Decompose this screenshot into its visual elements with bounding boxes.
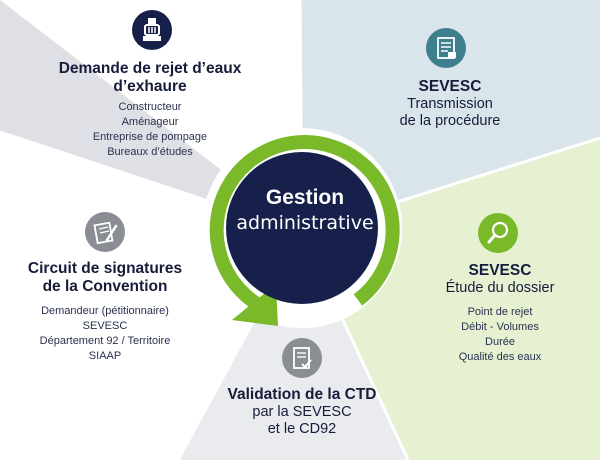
magnifier-icon: [478, 213, 518, 253]
etude-item: Débit - Volumes: [461, 321, 539, 333]
demande-item: Entreprise de pompage: [92, 131, 208, 143]
demande-item: Bureaux d’études: [107, 146, 193, 158]
segment-circuit: Circuit de signatures de la Convention D…: [0, 260, 210, 364]
segment-transmission: SEVESC Transmission de la procédure: [370, 78, 530, 130]
pump-icon: [132, 10, 172, 50]
center-disk: [226, 152, 378, 304]
center-label: Gestion administrative: [220, 185, 390, 235]
etude-subtitle: Étude du dossier: [445, 280, 555, 296]
segment-etude: SEVESC Étude du dossier Point de rejet D…: [420, 262, 580, 365]
transmission-subtitle-1: Transmission: [407, 96, 493, 112]
center-subtitle: administrative: [236, 212, 374, 234]
transmission-subtitle-2: de la procédure: [399, 113, 501, 129]
signature-icon: [85, 212, 125, 252]
checklist-icon: [282, 338, 322, 378]
demande-title-2: d’exhaure: [113, 78, 187, 95]
validation-title: Validation de la CTD: [227, 386, 377, 403]
transmission-title: SEVESC: [418, 78, 482, 95]
circuit-title-1: Circuit de signatures: [27, 260, 183, 277]
demande-item: Constructeur: [118, 101, 182, 113]
circuit-item: SEVESC: [82, 320, 128, 332]
circuit-title-2: de la Convention: [42, 278, 168, 295]
circuit-items: Demandeur (pétitionnaire) SEVESC Départe…: [0, 304, 210, 364]
demande-items: Constructeur Aménageur Entreprise de pom…: [40, 100, 260, 160]
circuit-item: SIAAP: [88, 350, 122, 362]
etude-item: Qualité des eaux: [458, 351, 542, 363]
segment-validation: Validation de la CTD par la SEVESC et le…: [202, 386, 402, 438]
cycle-arrow-icon: [209, 135, 400, 317]
etude-item: Durée: [485, 336, 515, 348]
demande-title-1: Demande de rejet d’eaux: [58, 60, 242, 77]
validation-subtitle-2: et le CD92: [267, 421, 337, 437]
document-icon: [426, 28, 466, 68]
circuit-item: Département 92 / Territoire: [39, 335, 171, 347]
etude-item: Point de rejet: [467, 306, 533, 318]
segment-demande: Demande de rejet d’eaux d’exhaure Constr…: [40, 60, 260, 160]
demande-item: Aménageur: [121, 116, 179, 128]
etude-items: Point de rejet Débit - Volumes Durée Qua…: [420, 305, 580, 365]
validation-subtitle-1: par la SEVESC: [252, 404, 352, 420]
etude-title: SEVESC: [468, 262, 532, 279]
circuit-item: Demandeur (pétitionnaire): [41, 305, 169, 317]
center-title: Gestion: [265, 186, 345, 209]
